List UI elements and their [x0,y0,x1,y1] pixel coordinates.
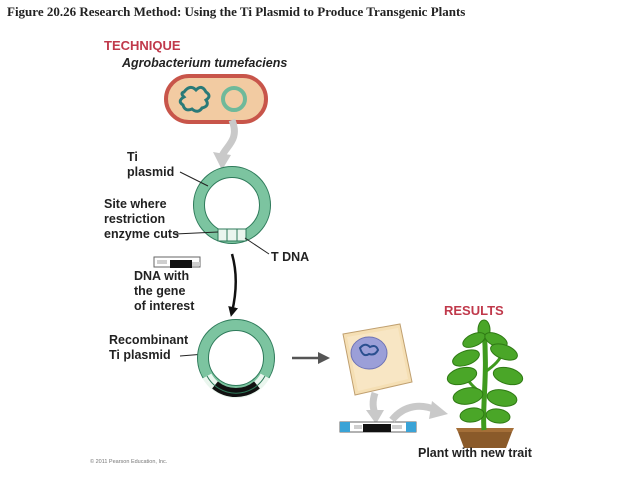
leader-ti-plasmid [179,171,209,187]
t-dna-label: T DNA [271,250,310,264]
organism-label: Agrobacterium tumefaciens [122,56,288,70]
transgenic-plant [446,319,524,448]
leader-t-dna [244,237,270,255]
copyright-notice: © 2011 Pearson Education, Inc. [90,459,168,465]
figure-title: Figure 20.26 Research Method: Using the … [7,4,466,19]
bacterial-chromosome [178,85,211,113]
gray-arrow-extract [213,118,238,170]
gray-arrow-to-dna [366,391,384,424]
ti-plasmid-ring [193,166,271,244]
technique-heading: TECHNIQUE [104,38,181,53]
bacterial-ti-plasmid [221,86,247,112]
t-dna-segment [217,228,247,242]
plant-dna-strip [339,421,417,433]
dna-gene-label: DNA with the gene of interest [134,269,195,313]
arrow-to-plant-cell [292,352,330,364]
recombinant-plasmid-ring [197,319,275,399]
restriction-site-label: Site where restriction enzyme cuts [104,197,180,241]
results-caption: Plant with new trait [418,446,532,460]
plant-cell [342,323,413,396]
ti-plasmid-label: Ti plasmid [127,150,175,179]
dna-fragment [153,256,201,268]
black-arrow-insert [228,253,239,317]
agrobacterium-cell [164,74,268,124]
inserted-gene [212,381,260,398]
gray-arrow-to-plant [389,401,448,423]
leader-restriction-site [174,231,219,235]
results-heading: RESULTS [444,303,504,318]
recombinant-label: Recombinant Ti plasmid [109,333,189,362]
soil [458,432,512,448]
